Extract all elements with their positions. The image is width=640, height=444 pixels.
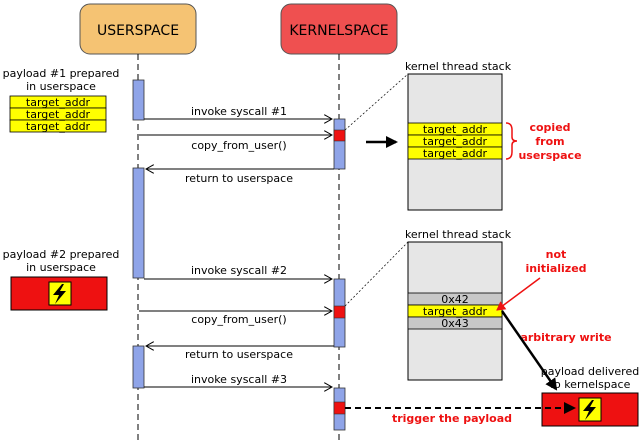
arbitrary-write-arrow	[500, 310, 558, 391]
kernel-stack-2: kernel thread stack 0x42 target_addr 0x4…	[405, 228, 512, 381]
copy-from-user-2-label: copy_from_user()	[191, 313, 286, 326]
userspace-activation-3	[132, 345, 145, 389]
kernelspace-copy-marker-2	[333, 305, 346, 319]
stack-1-brace	[505, 122, 518, 160]
payload-1-cell: target_addr	[26, 96, 91, 109]
stack-1-zoom-line	[344, 73, 409, 131]
stack-1-note-line3: userspace	[518, 149, 581, 162]
payload-2: payload #2 prepared in userspace	[3, 248, 120, 311]
copy-from-user-1-label: copy_from_user()	[191, 139, 286, 152]
not-initialized-arrow	[496, 277, 541, 311]
kernelspace-copy-marker-1	[333, 129, 346, 142]
stack-1-note-line2: from	[535, 135, 564, 148]
kernel-stack-1: kernel thread stack target_addr target_a…	[405, 60, 512, 211]
kernel-stack-1-cell: target_addr	[423, 123, 488, 136]
payload-2-caption-line2: in userspace	[26, 261, 96, 274]
trigger-label: trigger the payload	[392, 412, 512, 425]
payload-2-caption-line1: payload #2 prepared	[3, 248, 120, 261]
userspace-activation-1	[132, 79, 145, 121]
userspace-activation-2	[132, 167, 145, 279]
stack-2-note-line2: initialized	[525, 262, 586, 275]
payload-1-cell: target_addr	[26, 108, 91, 121]
userspace-label: USERSPACE	[97, 23, 179, 39]
kernel-stack-2-cell: target_addr	[423, 305, 488, 318]
kernel-stack-1-cell: target_addr	[423, 147, 488, 160]
payload-1: payload #1 prepared in userspace target_…	[3, 67, 120, 133]
payload-1-caption-line1: payload #1 prepared	[3, 67, 120, 80]
kernelspace-actor: KERNELSPACE	[280, 3, 398, 55]
kernelspace-label: KERNELSPACE	[289, 23, 388, 39]
userspace-actor: USERSPACE	[79, 3, 197, 55]
payload-1-caption-line2: in userspace	[26, 80, 96, 93]
kernel-stack-2-cell: 0x43	[441, 317, 469, 330]
lightning-icon	[48, 281, 72, 306]
kernel-stack-2-cell: 0x42	[441, 293, 469, 306]
kernel-stack-1-title: kernel thread stack	[405, 60, 512, 73]
stack-2-zoom-line	[344, 241, 409, 307]
stack-1-note-line1: copied	[529, 121, 570, 134]
return-to-userspace-1-label: return to userspace	[185, 172, 293, 185]
kernelspace-activation-1	[333, 118, 346, 170]
arbitrary-write-label: arbitrary write	[520, 331, 611, 344]
kernelspace-trigger-marker	[333, 401, 346, 415]
invoke-syscall-1-label: invoke syscall #1	[191, 105, 287, 118]
delivered-line2: to kernelspace	[550, 378, 631, 391]
lightning-icon	[578, 397, 602, 422]
kernel-stack-1-cell: target_addr	[423, 135, 488, 148]
kernel-stack-2-title: kernel thread stack	[405, 228, 512, 241]
return-to-userspace-2-label: return to userspace	[185, 348, 293, 361]
invoke-syscall-2-label: invoke syscall #2	[191, 264, 287, 277]
invoke-syscall-3-label: invoke syscall #3	[191, 373, 287, 386]
delivered-line1: payload delivered	[541, 365, 639, 378]
payload-1-cell: target_addr	[26, 120, 91, 133]
stack-2-note-line1: not	[546, 248, 567, 261]
